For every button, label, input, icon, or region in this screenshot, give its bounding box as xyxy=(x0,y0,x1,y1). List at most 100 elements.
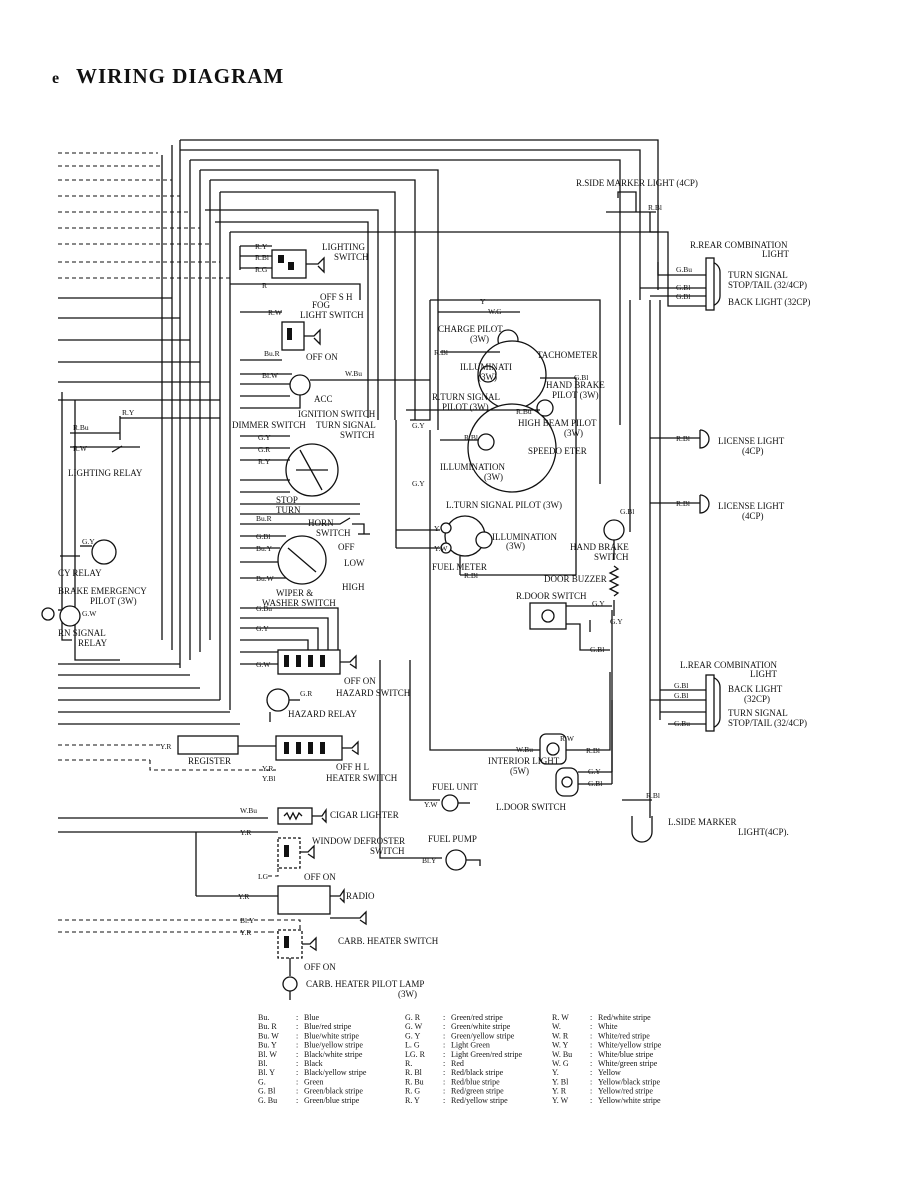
brake-emergency-label: PILOT (3W) xyxy=(90,596,137,606)
hazard-relay: G.R HAZARD RELAY xyxy=(266,688,357,722)
legend-code: Bl. W xyxy=(258,1050,277,1059)
wire-label: R.Bl xyxy=(464,433,478,442)
hand-brake-switch-label: SWITCH xyxy=(594,552,629,562)
wire-label: W.Bu xyxy=(516,745,533,754)
legend-description: Yellow/red stripe xyxy=(598,1087,653,1096)
register-heater-switch: Y.R Y.R Y.Bl REGISTER OFF H L HEATER SWI… xyxy=(149,735,398,783)
defroster-label: WINDOW DEFROSTER xyxy=(312,836,405,846)
legend-code: Y. xyxy=(552,1068,559,1077)
l-side-marker-label: LIGHT(4CP). xyxy=(738,827,789,837)
wire-label: G.Bl xyxy=(590,645,604,654)
wire-label: G.Bl xyxy=(620,507,634,516)
legend-separator: : xyxy=(590,1022,592,1031)
r-rear-comb-label: R.REAR COMBINATION xyxy=(690,240,788,250)
legend-description: White xyxy=(598,1022,618,1031)
wire-label: R.Y xyxy=(122,408,135,417)
legend-separator: : xyxy=(296,1059,298,1068)
radio: Y.R RADIO xyxy=(196,885,375,926)
relay-fragment-label: CY RELAY xyxy=(58,568,102,578)
legend-separator: : xyxy=(443,1050,445,1059)
defroster-label: SWITCH xyxy=(370,846,405,856)
wire-label: W.G xyxy=(488,307,502,316)
legend-code: Bu. R xyxy=(258,1022,277,1031)
turn-signal-r-label: TURN SIGNAL xyxy=(728,270,788,280)
hazard-switch: G.Bu G.Y G.W OFF ON HAZARD SWITCH xyxy=(240,604,411,698)
legend-description: Black xyxy=(304,1059,323,1068)
fuel-meter-label: FUEL METER xyxy=(432,562,487,572)
legend-separator: : xyxy=(590,1050,592,1059)
wire-label: G.Y xyxy=(592,599,605,608)
wire-label: G.Bu xyxy=(676,265,692,274)
legend-separator: : xyxy=(296,1022,298,1031)
illumination-label: (3W) xyxy=(484,472,503,482)
wiper-high-label: HIGH xyxy=(342,582,365,592)
wire-label: G.Bl xyxy=(676,292,690,301)
wire-label: G.Y xyxy=(412,421,425,430)
l-turn-pilot-label: L.TURN SIGNAL PILOT (3W) xyxy=(446,500,562,510)
legend-separator: : xyxy=(443,1068,445,1077)
legend-description: White/green stripe xyxy=(598,1059,658,1068)
license-light-label: (4CP) xyxy=(742,511,764,521)
l-rear-comb-label: L.REAR COMBINATION xyxy=(680,660,778,670)
wire-label: G.Bu xyxy=(674,719,690,728)
l-door-switch-label: L.DOOR SWITCH xyxy=(496,802,566,812)
illumination-label: (3W) xyxy=(478,372,497,382)
legend-description: Red/green stripe xyxy=(451,1087,504,1096)
wire-label: Y.R xyxy=(160,742,171,751)
wire-label: G.Bl xyxy=(588,779,602,788)
lighting-relay: R.Y R.Bu R.W LIGHTING RELAY xyxy=(68,408,220,478)
wire-label: R.Bl xyxy=(676,434,690,443)
wiper-washer-switch: G.Bl Bu.Y Bu.W OFF LOW HIGH WIPER & WASH… xyxy=(240,532,365,608)
cigar-lighter-label: CIGAR LIGHTER xyxy=(330,810,399,820)
legend-description: Yellow/white stripe xyxy=(598,1096,661,1105)
horn-switch: Bu.R HORN SWITCH xyxy=(240,514,370,538)
turn-signal-relay-label: RELAY xyxy=(78,638,108,648)
legend-code: W. xyxy=(552,1022,561,1031)
dimmer-turn-signal-switch: G.Y G.R R.Y DIMMER SWITCH TURN SIGNAL SW… xyxy=(232,420,376,515)
legend-description: Red/yellow stripe xyxy=(451,1096,508,1105)
charge-pilot-label: CHARGE PILOT xyxy=(438,324,503,334)
legend-description: Green xyxy=(304,1077,324,1086)
wire-label: G.Bl xyxy=(674,681,688,690)
turn-signal-switch-label: TURN SIGNAL xyxy=(316,420,376,430)
main-harness xyxy=(58,139,669,933)
title-prefix: e xyxy=(52,70,60,87)
legend-separator: : xyxy=(590,1077,592,1086)
legend-description: White/yellow stripe xyxy=(598,1041,662,1050)
wire-label: Bu.R xyxy=(256,514,272,523)
legend-code: W. R xyxy=(552,1031,569,1040)
legend-separator: : xyxy=(443,1077,445,1086)
legend-separator: : xyxy=(296,1050,298,1059)
legend-code: W. G xyxy=(552,1059,569,1068)
hazard-relay-label: HAZARD RELAY xyxy=(288,709,357,719)
turn-signal-l-label: STOP/TAIL (32/4CP) xyxy=(728,718,807,728)
radio-label: RADIO xyxy=(346,891,375,901)
fog-switch-positions: OFF ON xyxy=(306,352,338,362)
fog-light-switch: R.W Bu.R FOG LIGHT SWITCH OFF ON xyxy=(240,300,364,362)
wiper-off-label: OFF xyxy=(338,542,355,552)
wire-label: Y xyxy=(434,524,440,533)
wiper-switch-label: WASHER SWITCH xyxy=(262,598,336,608)
wire-label: Y.R xyxy=(262,764,273,773)
back-light-l-label: BACK LIGHT xyxy=(728,684,783,694)
lighting-relay-label: LIGHTING RELAY xyxy=(68,468,143,478)
wire-label: Y.R xyxy=(240,828,251,837)
wire-label: G.Bl xyxy=(674,691,688,700)
stop-label: STOP xyxy=(276,495,298,505)
legend-separator: : xyxy=(590,1013,592,1022)
license-light-label: LICENSE LIGHT xyxy=(718,436,785,446)
legend-code: W. Y xyxy=(552,1041,569,1050)
turn-signal-l-label: TURN SIGNAL xyxy=(728,708,788,718)
wire-label: Bu.Y xyxy=(256,544,273,553)
wire-label: R.Bu xyxy=(73,423,89,432)
wire-label: R xyxy=(262,281,267,290)
legend-description: Red/black stripe xyxy=(451,1068,504,1077)
wire-label: G.Bu xyxy=(256,604,272,613)
door-buzzer-label: DOOR BUZZER xyxy=(544,574,607,584)
r-rear-comb-label: LIGHT xyxy=(762,249,789,259)
legend-separator: : xyxy=(443,1096,445,1105)
wire-label: Y.W xyxy=(434,544,448,553)
turn-signal-relay-label: RN SIGNAL xyxy=(58,628,106,638)
legend-description: Blue xyxy=(304,1013,320,1022)
lighting-switch-label: LIGHTING xyxy=(322,242,365,252)
